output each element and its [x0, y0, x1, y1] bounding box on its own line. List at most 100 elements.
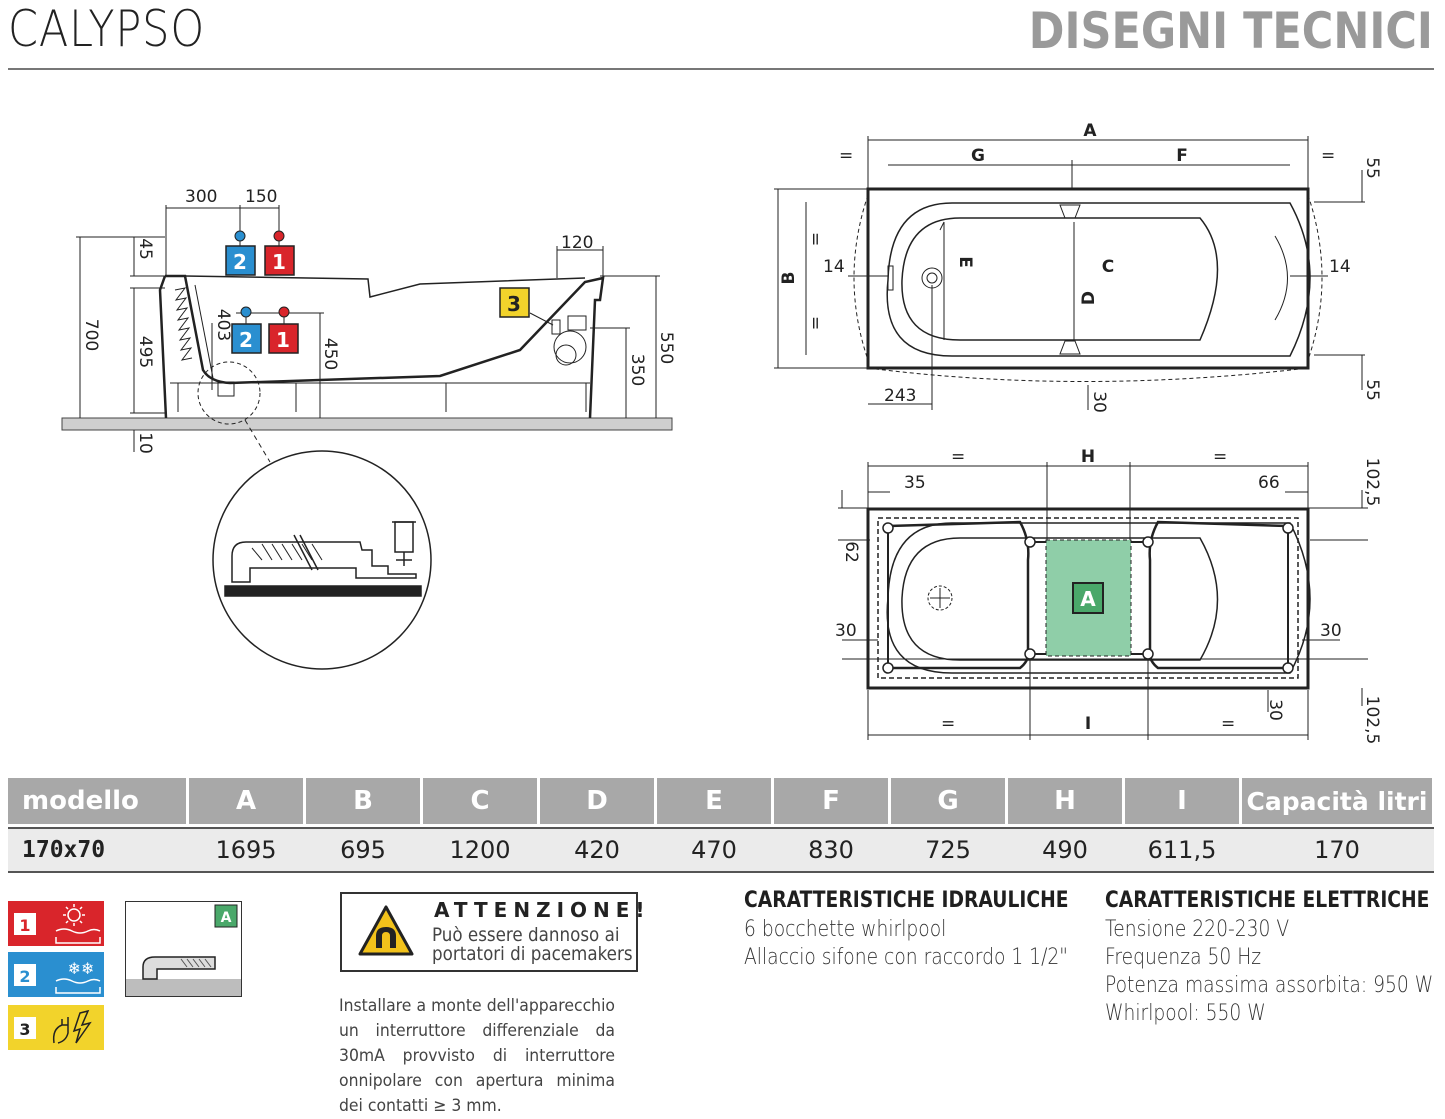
- svg-text:2: 2: [239, 328, 253, 352]
- svg-text:A: A: [1080, 587, 1096, 611]
- warning-title: ATTENZIONE!: [434, 898, 651, 922]
- inlet-marker-1-top: 1: [264, 245, 295, 276]
- bottom-view-drawing: A H I 35 66 102,5 62 30 30 30 102,5 = = …: [835, 447, 1382, 745]
- dim-30: 30: [1089, 391, 1109, 413]
- table-header-cell: Capacità litri: [1242, 778, 1432, 824]
- dim-66: 66: [1258, 473, 1280, 493]
- table-cell: 611,5: [1147, 836, 1217, 864]
- dim-letter-b: B: [779, 272, 799, 285]
- dim-letter-e: E: [955, 256, 975, 268]
- svg-text:A: A: [221, 910, 232, 926]
- table-cell: 170: [1314, 836, 1360, 864]
- dim-62: 62: [841, 541, 861, 563]
- cold-water-icon: 2 ❄❄: [8, 952, 104, 997]
- dim-495: 495: [135, 336, 155, 368]
- hydraulic-line: Allaccio sifone con raccordo 1 1/2": [744, 945, 1068, 970]
- table-cell: 1695: [215, 836, 277, 864]
- table-header-cell: C: [423, 778, 537, 824]
- dim-letter-a: A: [1083, 121, 1097, 141]
- dim-243: 243: [884, 386, 916, 406]
- dim-550: 550: [656, 332, 676, 364]
- inlet-marker-1-mid: 1: [268, 323, 299, 354]
- dim-letter-f: F: [1176, 146, 1188, 166]
- table-header-cell: modello: [8, 778, 186, 824]
- inlet-marker-2-top: 2: [225, 245, 256, 276]
- dim-300: 300: [185, 187, 217, 207]
- svg-text:3: 3: [19, 1020, 30, 1039]
- dim-letter-h: H: [1081, 447, 1095, 467]
- table-header-cell: H: [1008, 778, 1122, 824]
- svg-text:2: 2: [233, 250, 247, 274]
- dim-55-bottom: 55: [1362, 379, 1382, 401]
- table-cell-model: 170x70: [22, 837, 106, 863]
- electric-title: CARATTERISTICHE ELETTRICHE: [1105, 888, 1430, 913]
- dim-30-right: 30: [1320, 621, 1342, 641]
- dim-14-left: 14: [823, 257, 845, 277]
- dim-letter-c: C: [1102, 257, 1114, 277]
- warning-box: [340, 892, 638, 972]
- svg-text:1: 1: [272, 250, 286, 274]
- hydraulic-title: CARATTERISTICHE IDRAULICHE: [744, 888, 1069, 913]
- dim-403: 403: [213, 309, 233, 341]
- table-cell: 725: [925, 836, 971, 864]
- section-heading: DISEGNI TECNICI: [1028, 2, 1433, 60]
- table-header-cell: E: [657, 778, 771, 824]
- svg-text:3: 3: [507, 292, 521, 316]
- table-header-cell: G: [891, 778, 1005, 824]
- electric-line: Whirlpool: 550 W: [1105, 1001, 1266, 1026]
- dim-45: 45: [135, 238, 155, 260]
- dim-30-left: 30: [835, 621, 857, 641]
- table-header-cell: D: [540, 778, 654, 824]
- table-header-cell: I: [1125, 778, 1239, 824]
- svg-text:2: 2: [19, 967, 30, 986]
- svg-text:=: =: [839, 146, 853, 166]
- table-cell: 490: [1042, 836, 1088, 864]
- electric-line: Tensione 220-230 V: [1105, 917, 1290, 942]
- dim-120: 120: [561, 233, 593, 253]
- power-marker-3: 3: [499, 287, 530, 318]
- dimensions-table: modello A B C D E F G H I Capacità litri…: [8, 778, 1434, 873]
- drain-detail: [212, 450, 432, 670]
- table-cell: 695: [340, 836, 386, 864]
- table-cell: 1200: [449, 836, 511, 864]
- header-divider: [8, 68, 1434, 70]
- dim-150: 150: [245, 187, 277, 207]
- svg-text:1: 1: [276, 328, 290, 352]
- dim-30-bottom: 30: [1265, 699, 1285, 721]
- legend-icons: 1 2 ❄❄ 3: [8, 901, 105, 1051]
- inlet-marker-2-mid: 2: [231, 323, 262, 354]
- table-cell: 470: [691, 836, 737, 864]
- siphon-area-marker: A: [1072, 582, 1104, 614]
- dim-10: 10: [135, 432, 155, 454]
- dim-700: 700: [81, 319, 101, 351]
- svg-text:❄❄: ❄❄: [68, 959, 95, 978]
- hot-water-icon: 1: [8, 901, 104, 946]
- dim-letter-g: G: [971, 146, 985, 166]
- table-row: 170x70 1695 695 1200 420 470 830 725 490…: [8, 829, 1434, 871]
- hydraulic-line: 6 bocchette whirlpool: [744, 917, 947, 942]
- dim-14-right: 14: [1329, 257, 1351, 277]
- svg-text:=: =: [805, 316, 825, 330]
- dim-102-5-bottom: 102,5: [1362, 696, 1382, 745]
- side-view-drawing: 2 1 2 1 3 300 150 120 45 700 495 403 450…: [61, 187, 676, 670]
- dim-letter-i: I: [1085, 714, 1091, 734]
- page-title: CALYPSO: [8, 0, 206, 58]
- svg-text:=: =: [1221, 714, 1235, 734]
- magnet-warning-icon: [358, 905, 414, 956]
- dim-letter-d: D: [1079, 291, 1099, 305]
- dim-450: 450: [320, 338, 340, 370]
- siphon-icon: A: [125, 901, 242, 997]
- svg-text:=: =: [1321, 146, 1335, 166]
- electric-plug-icon: 3: [8, 1005, 104, 1050]
- svg-text:=: =: [805, 232, 825, 246]
- dim-35: 35: [904, 473, 926, 493]
- svg-text:=: =: [941, 714, 955, 734]
- warning-text-line: Può essere dannoso ai: [432, 924, 620, 946]
- table-header-cell: F: [774, 778, 888, 824]
- top-view-drawing: A G F B C D E 55 14 14 243 30 55 = = = =: [774, 121, 1382, 413]
- svg-text:1: 1: [19, 916, 30, 935]
- table-header-cell: B: [306, 778, 420, 824]
- table-header-row: modello A B C D E F G H I Capacità litri: [8, 778, 1434, 824]
- electric-line: Potenza massima assorbita: 950 W: [1105, 973, 1434, 998]
- dim-102-5-top: 102,5: [1362, 458, 1382, 507]
